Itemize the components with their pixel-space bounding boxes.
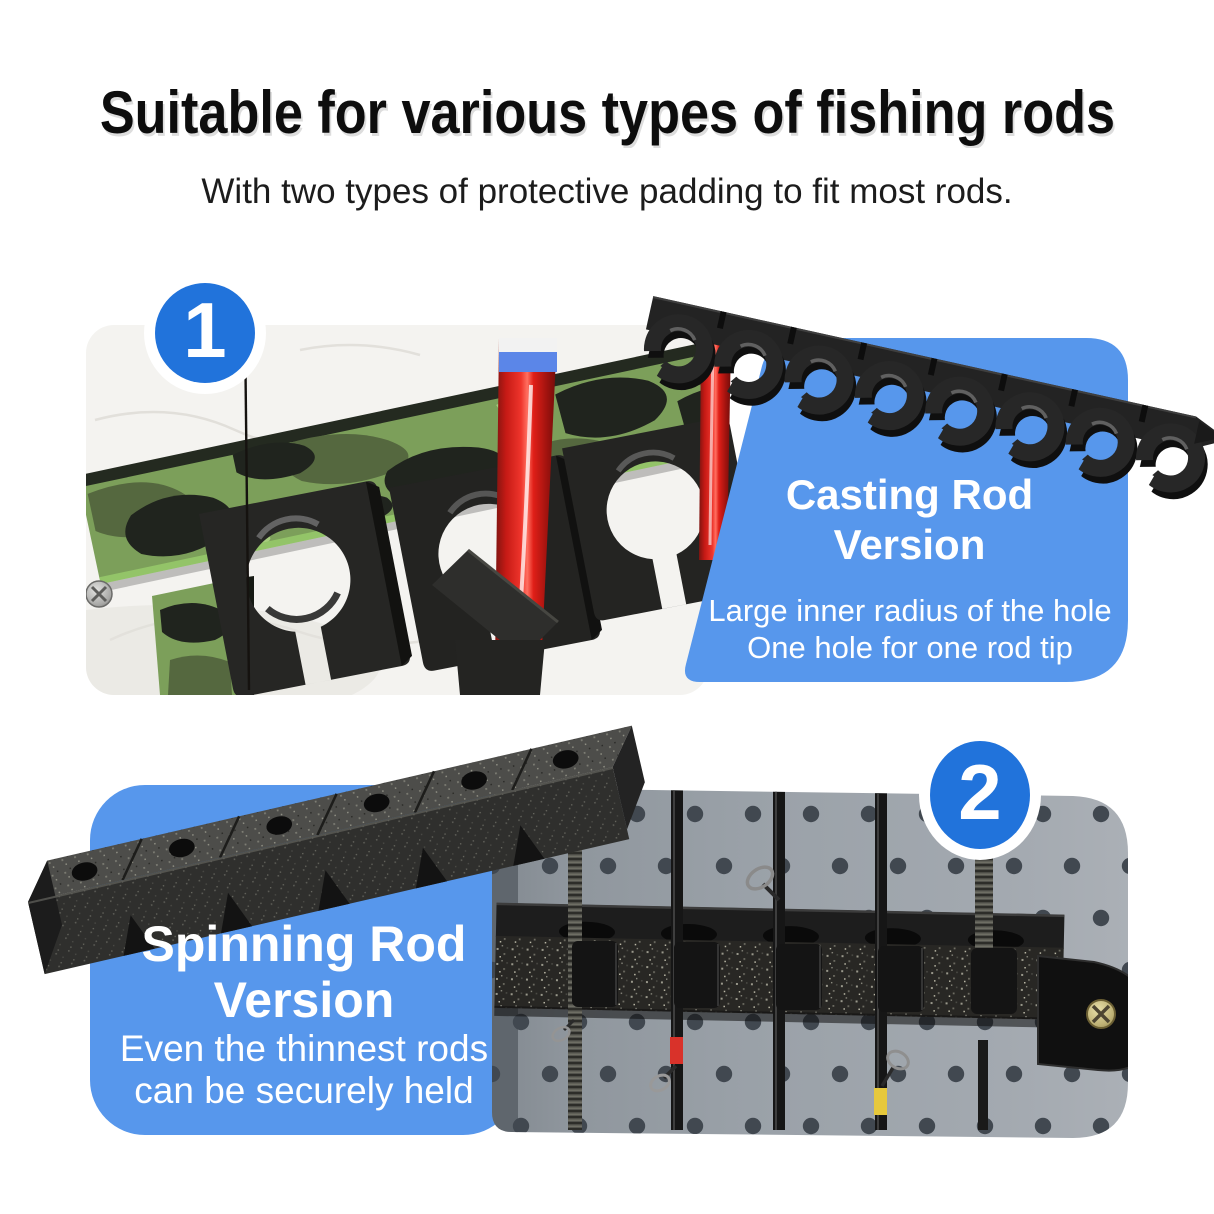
fishing-line xyxy=(243,325,251,691)
rod-guides xyxy=(551,865,910,1115)
foam-strip-holes xyxy=(71,750,579,881)
spinning-panel-title-line2: Version xyxy=(213,972,395,1028)
step-badge-1: 1 xyxy=(155,283,255,383)
foam-strap xyxy=(432,548,559,695)
spinning-panel-body-line2: can be securely held xyxy=(134,1070,474,1111)
spinning-panel-title: Spinning Rod Version xyxy=(104,916,504,1028)
casting-panel-title-line1: Casting Rod xyxy=(785,471,1034,518)
casting-panel-body-line1: Large inner radius of the hole xyxy=(708,593,1112,628)
page-title: Suitable for various types of fishing ro… xyxy=(0,78,1214,147)
spinning-panel-title-line1: Spinning Rod xyxy=(141,916,467,972)
red-wrap xyxy=(670,1037,683,1064)
rack-end-cap xyxy=(1037,954,1128,1072)
casting-panel-body-line2: One hole for one rod tip xyxy=(747,630,1073,665)
casting-foam-rack xyxy=(633,296,1214,514)
page-title-text: Suitable for various types of fishing ro… xyxy=(99,79,1115,146)
casting-panel-title-line2: Version xyxy=(833,521,986,568)
spinning-panel-body: Even the thinnest rods can be securely h… xyxy=(94,1028,514,1112)
casting-panel-title: Casting Rod Version xyxy=(712,470,1107,570)
casting-rod-scene xyxy=(86,296,1214,695)
screw-icon xyxy=(86,580,113,608)
yellow-wrap xyxy=(874,1088,887,1115)
step-badge-2-number: 2 xyxy=(958,747,1002,836)
step-badge-2: 2 xyxy=(930,741,1030,849)
rack-clips xyxy=(633,305,1214,514)
foam-strip-end-face xyxy=(28,860,63,975)
foam-strip-front-face xyxy=(28,767,630,975)
rack-clamp-tabs xyxy=(572,941,1017,1014)
pegboard-photo xyxy=(492,788,1128,1138)
foam-clip-empty xyxy=(199,481,413,695)
casting-panel-body: Large inner radius of the hole One hole … xyxy=(700,592,1120,666)
foam-strip-top-face xyxy=(28,725,632,902)
page-subtitle: With two types of protective padding to … xyxy=(201,172,1013,211)
step-badge-1-number: 1 xyxy=(183,285,227,374)
spinning-rod-scene xyxy=(28,725,1128,1138)
spinning-panel-body-line1: Even the thinnest rods xyxy=(119,1028,489,1069)
foam-strip-seams xyxy=(121,748,533,881)
spinning-foam-strip xyxy=(28,725,645,975)
foam-strip-notches xyxy=(123,825,545,956)
